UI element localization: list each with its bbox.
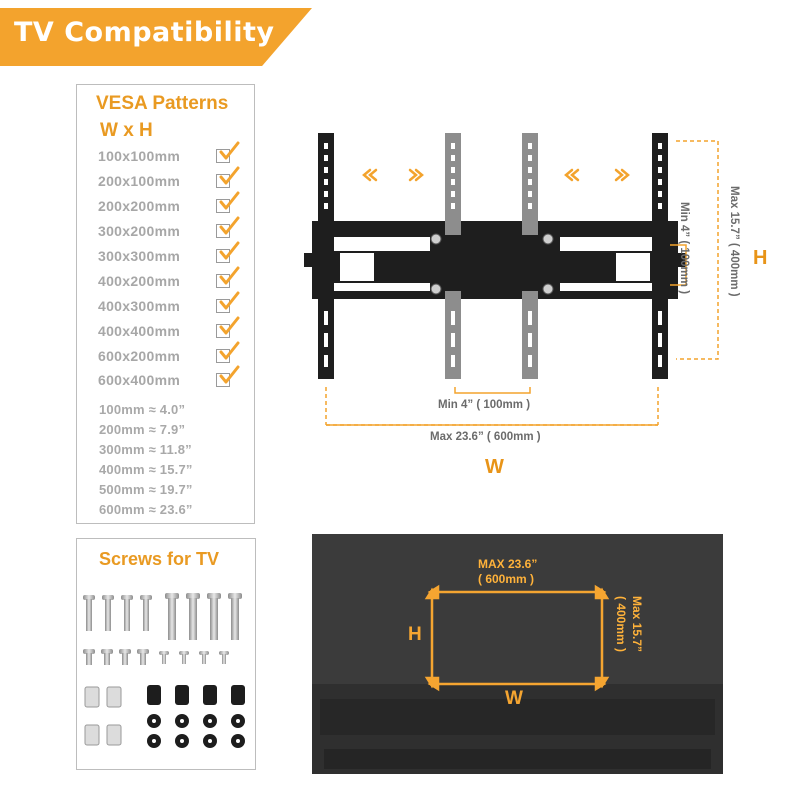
slide-arrows-icon bbox=[362, 168, 630, 182]
left-arm bbox=[318, 133, 334, 379]
tv-max-height-mm: ( 400mm ) bbox=[614, 596, 628, 653]
tv-max-width-mm: ( 600mm ) bbox=[478, 572, 535, 586]
pattern-label: 600x400mm bbox=[98, 372, 181, 388]
pattern-row: 100x100mm bbox=[98, 141, 248, 167]
pattern-row: 400x200mm bbox=[98, 266, 248, 292]
tv-rear-panel: MAX 23.6” ( 600mm ) Max 15.7” ( 400mm ) … bbox=[312, 534, 723, 774]
pattern-row: 200x100mm bbox=[98, 166, 248, 192]
screws-panel: Screws for TV bbox=[76, 538, 256, 770]
pattern-row: 400x300mm bbox=[98, 291, 248, 317]
screws-illustration bbox=[83, 593, 245, 748]
pattern-label: 400x300mm bbox=[98, 298, 181, 314]
checkmark-icon bbox=[219, 266, 240, 285]
right-arm bbox=[652, 133, 668, 379]
tv-rear-graphic bbox=[312, 534, 723, 774]
tv-height-letter: H bbox=[408, 624, 422, 645]
checkmark-icon bbox=[219, 291, 240, 310]
spacer-icon bbox=[147, 685, 245, 705]
pattern-row: 600x200mm bbox=[98, 341, 248, 367]
conversion-row: 300mm ≈ 11.8” bbox=[99, 442, 192, 457]
checkmark-icon bbox=[219, 141, 240, 160]
tv-width-letter: W bbox=[505, 688, 523, 709]
vesa-patterns-panel: VESA Patterns W x H 100x100mm 200x100mm … bbox=[76, 84, 255, 524]
vesa-subtitle: W x H bbox=[100, 120, 153, 141]
conversion-row: 100mm ≈ 4.0” bbox=[99, 402, 186, 417]
conversion-row: 600mm ≈ 23.6” bbox=[99, 502, 193, 517]
pattern-label: 200x200mm bbox=[98, 198, 181, 214]
pattern-label: 400x200mm bbox=[98, 273, 181, 289]
min-width-label: Min 4” ( 100mm ) bbox=[438, 399, 531, 411]
pattern-row: 300x300mm bbox=[98, 241, 248, 267]
short-screw-icon bbox=[83, 649, 229, 665]
checkmark-icon bbox=[219, 216, 240, 235]
page-title: TV Compatibility bbox=[14, 17, 275, 48]
width-letter: W bbox=[485, 456, 504, 478]
long-screw-icon bbox=[83, 593, 242, 640]
checkmark-icon bbox=[219, 341, 240, 360]
tv-max-height-label: Max 15.7” bbox=[630, 596, 644, 653]
checkmark-icon bbox=[219, 191, 240, 210]
min-height-label: Min 4” ( 100mm ) bbox=[678, 202, 690, 295]
checkmark-icon bbox=[219, 316, 240, 335]
screws-title: Screws for TV bbox=[99, 549, 220, 569]
pattern-row: 400x400mm bbox=[98, 316, 248, 342]
bracket-diagram bbox=[304, 133, 719, 426]
height-letter: H bbox=[753, 247, 768, 269]
checkmark-icon bbox=[219, 241, 240, 260]
pattern-row: 300x200mm bbox=[98, 216, 248, 242]
pattern-label: 400x400mm bbox=[98, 323, 181, 339]
pattern-label: 200x100mm bbox=[98, 173, 181, 189]
pattern-label: 300x300mm bbox=[98, 248, 181, 264]
rubber-washer-icon bbox=[147, 714, 245, 748]
max-height-label: Max 15.7” ( 400mm ) bbox=[728, 186, 740, 297]
conversion-row: 400mm ≈ 15.7” bbox=[99, 462, 193, 477]
max-width-label: Max 23.6” ( 600mm ) bbox=[430, 431, 541, 443]
vesa-title: VESA Patterns bbox=[96, 93, 229, 114]
header-banner bbox=[0, 8, 312, 66]
pattern-label: 300x200mm bbox=[98, 223, 181, 239]
pattern-label: 100x100mm bbox=[98, 148, 181, 164]
pattern-row: 600x400mm bbox=[98, 365, 248, 391]
tv-max-width-label: MAX 23.6” bbox=[478, 557, 538, 571]
checkmark-icon bbox=[219, 166, 240, 185]
checkmark-icon bbox=[219, 365, 240, 384]
washer-plate-icon bbox=[84, 686, 122, 746]
conversion-row: 200mm ≈ 7.9” bbox=[99, 422, 186, 437]
pattern-label: 600x200mm bbox=[98, 348, 181, 364]
conversion-row: 500mm ≈ 19.7” bbox=[99, 482, 193, 497]
pattern-row: 200x200mm bbox=[98, 191, 248, 217]
